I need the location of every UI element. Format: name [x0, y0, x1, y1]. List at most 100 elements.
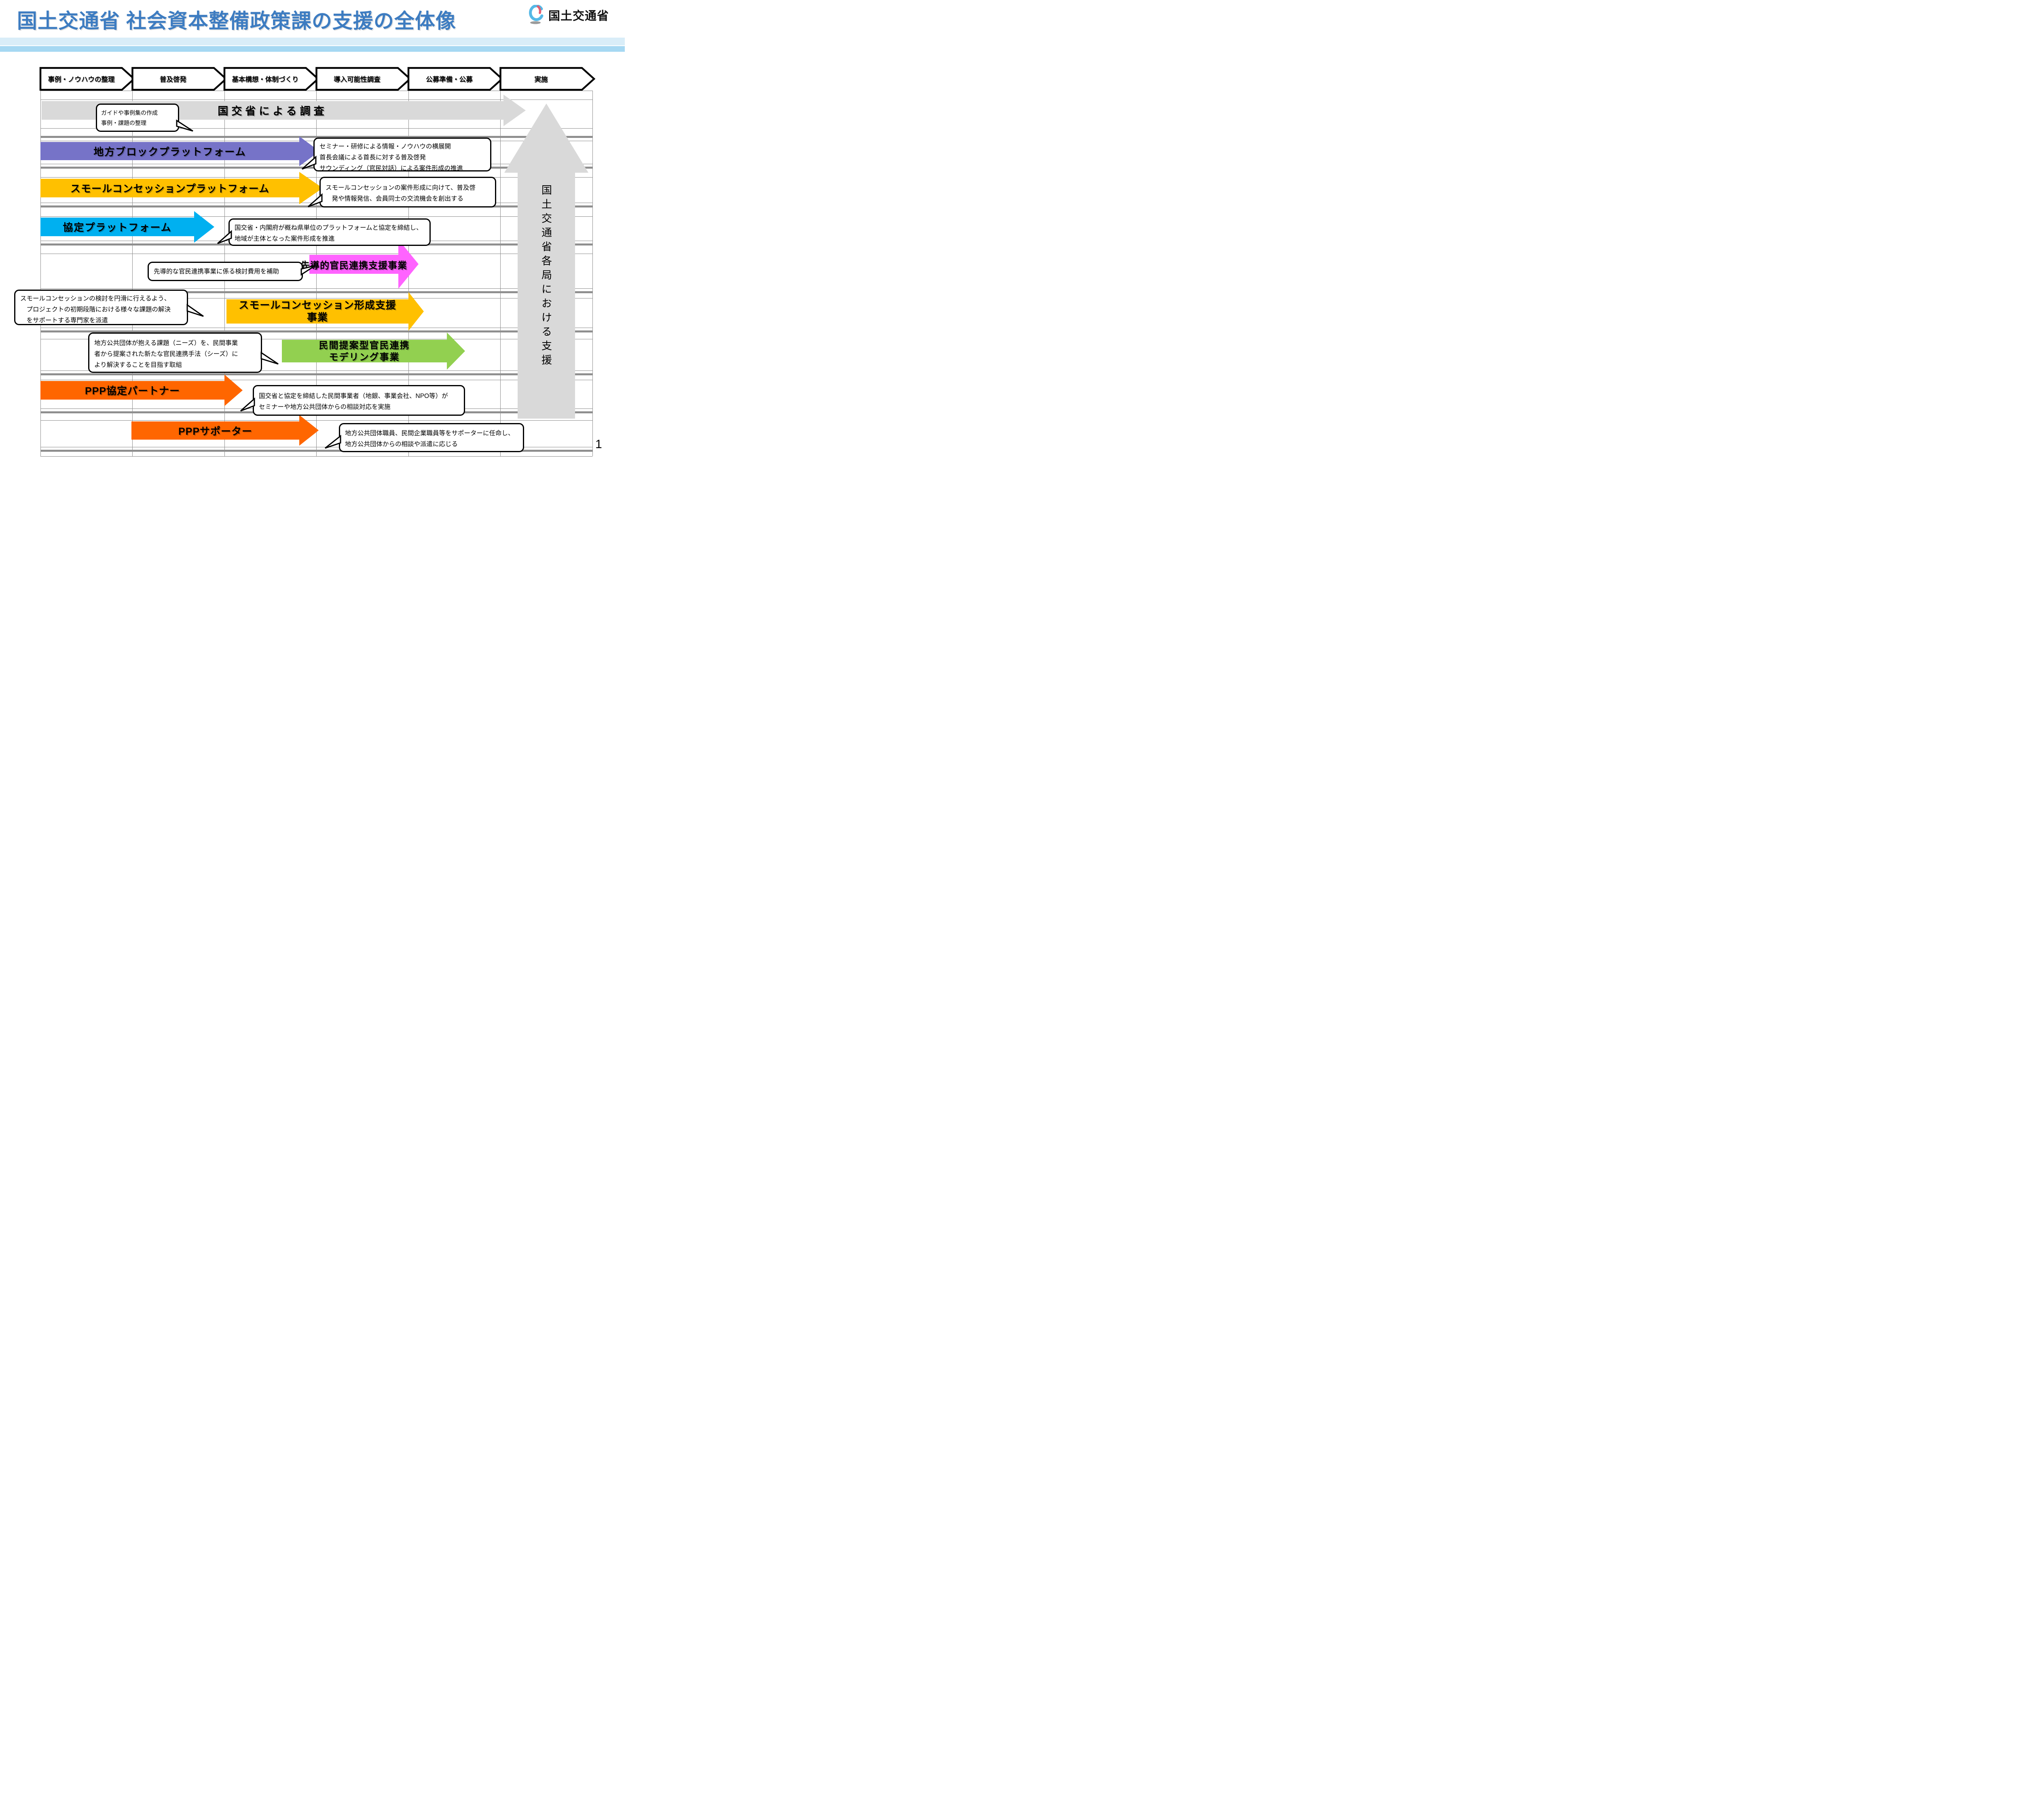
callout-ppp-supporter: 地方公共団体職員、民間企業職員等をサポーターに任命し、 地方公共団体からの相談や…	[325, 423, 524, 452]
grid-separator	[40, 330, 592, 332]
phase-chevron-shape	[131, 67, 228, 91]
up-arrow-shape	[504, 104, 588, 419]
callout-line: スモールコンセッションの案件形成に向けて、普及啓	[326, 184, 476, 191]
callout-block-platform: セミナー・研修による情報・ノウハウの横展開 首長会議による首長に対する普及啓発 …	[302, 138, 491, 172]
arrow-head	[398, 239, 419, 289]
arrow-head	[194, 211, 214, 243]
arrow-agreement-platform-label: 協定プラットフォーム	[63, 222, 172, 233]
arrow-label-line1: 民間提案型官民連携	[319, 340, 410, 351]
callout-tail	[325, 434, 341, 449]
arrow-small-concession-support: スモールコンセッション形成支援 事業	[226, 292, 424, 331]
ministry-support-arrow: 国土交通省各局における支援	[504, 104, 588, 419]
ministry-support-arrow-shape	[504, 104, 588, 419]
arrow-body	[282, 340, 447, 362]
phase-label-cases: 事例・ノウハウの整理	[48, 76, 115, 83]
logo-text: 国土交通省	[548, 10, 609, 23]
callout-line: ガイドや事例集の作成	[101, 110, 158, 116]
arrow-body	[131, 421, 299, 440]
grid-line	[132, 91, 133, 456]
grid-line	[40, 370, 592, 371]
callout-expert-dispatch: スモールコンセッションの検討を円滑に行えるよう、 プロジェクトの初期段階における…	[14, 290, 204, 325]
arrow-block-platform-label: 地方ブロックプラットフォーム	[93, 146, 246, 158]
callout-tail	[186, 304, 204, 317]
arrow-agreement-platform: 協定プラットフォーム	[40, 211, 214, 243]
callout-line: 国交省・内閣府が概ね県単位のプラットフォームと協定を締結し、	[235, 224, 423, 231]
callout-tail	[176, 119, 193, 132]
arrow-private-proposal: 民間提案型官民連携 モデリング事業	[282, 332, 465, 370]
arrow-pioneer-support: 先導的官民連携支援事業	[300, 239, 419, 289]
arrow-label-line1: スモールコンセッション形成支援	[239, 300, 396, 311]
header-band-blue	[0, 46, 625, 52]
arrow-small-concession-platform-label: スモールコンセッションプラットフォーム	[70, 183, 269, 195]
callout-pioneer-support: 先導的な官民連携事業に係る検討費用を補助	[148, 262, 315, 281]
callout-line: 地域が主体となった案件形成を推進	[235, 235, 335, 243]
grid-line	[40, 456, 592, 457]
callout-modeling: 地方公共団体が抱える課題（ニーズ）を、民間事業 者から提案された新たな官民連携手…	[88, 332, 279, 373]
callout-line: 地方公共団体職員、民間企業職員等をサポーターに任命し、	[345, 430, 514, 437]
phase-label-implementation: 実施	[534, 76, 548, 83]
slide: 国土交通省 社会資本整備政策課の支援の全体像 国土交通省	[0, 0, 625, 468]
arrow-label-line2: 事業	[307, 312, 328, 323]
arrow-body	[40, 179, 299, 197]
callout-tail	[260, 351, 279, 365]
arrow-head	[408, 292, 424, 331]
mlit-logo: 国土交通省	[527, 5, 609, 25]
callout-line: 者から提案された新たな官民連携手法（シーズ）に	[94, 351, 238, 358]
callout-line: 先導的な官民連携事業に係る検討費用を補助	[154, 268, 279, 275]
grid-line	[40, 91, 41, 456]
phase-label-concept: 基本構想・体制づくり	[232, 76, 299, 83]
arrow-head	[299, 415, 319, 446]
callout-tail	[300, 265, 315, 276]
arrow-body	[40, 381, 224, 400]
phase-chevron-shape	[39, 67, 135, 91]
phase-label-awareness: 普及啓発	[160, 76, 186, 83]
mlit-logo-icon	[529, 5, 544, 24]
grid-line	[40, 99, 592, 100]
grid-separator	[40, 450, 592, 452]
arrow-body	[309, 255, 398, 274]
arrow-label-line2: モデリング事業	[329, 351, 400, 362]
phase-label-feasibility: 導入可能性調査	[334, 76, 381, 83]
grid-separator	[40, 373, 592, 375]
grid-line	[40, 288, 592, 289]
ministry-support-label: 国土交通省各局における支援	[540, 184, 552, 368]
arrow-head	[447, 332, 465, 370]
arrow-survey-label: 国交省による調査	[218, 105, 328, 117]
callout-line: プロジェクトの初期段階における様々な課題の解決	[20, 306, 171, 313]
callout-tail	[217, 230, 232, 244]
callout-line: サウンディング（官民対話）による案件形成の推進	[319, 165, 463, 172]
grid-line	[500, 91, 501, 456]
grid-line	[40, 216, 592, 217]
arrow-small-concession-platform: スモールコンセッションプラットフォーム	[40, 172, 323, 204]
callout-tail	[308, 193, 323, 207]
grid-separator	[40, 205, 592, 207]
arrow-ppp-partner-label: PPP協定パートナー	[85, 385, 180, 397]
grid-line	[592, 91, 593, 456]
callout-line: より解決することを目指す取組	[94, 362, 182, 369]
page-title: 国土交通省 社会資本整備政策課の支援の全体像	[17, 10, 456, 32]
arrow-block-platform: 地方ブロックプラットフォーム	[40, 136, 319, 166]
callout-line: セミナーや地方公共団体からの相談対応を実施	[259, 404, 391, 411]
callout-guide: ガイドや事例集の作成 事例・課題の整理	[96, 104, 193, 132]
callout-line: スモールコンセッションの検討を円滑に行えるよう、	[20, 295, 171, 302]
header-band-light	[0, 38, 625, 45]
arrow-pioneer-support-label: 先導的官民連携支援事業	[300, 260, 407, 271]
callout-line: 地方公共団体からの相談や派遣に応じる	[345, 441, 458, 448]
callout-line: をサポートする専門家を派遣	[20, 317, 108, 324]
phase-chevron-shape	[499, 67, 596, 91]
phase-chevron-shape	[407, 67, 503, 91]
grid-line	[40, 128, 592, 129]
logo-shadow	[530, 21, 541, 24]
phase-label-tender: 公募準備・公募	[426, 76, 473, 83]
page-number: 1	[595, 438, 602, 451]
logo-red-swirl	[537, 5, 541, 14]
callout-tail	[240, 397, 255, 412]
arrow-head	[224, 375, 243, 406]
arrow-ppp-supporter: PPPサポーター	[131, 415, 319, 446]
arrow-body	[40, 218, 194, 236]
callout-line: 首長会議による首長に対する普及啓発	[319, 154, 426, 161]
phase-chevron-shape	[315, 67, 412, 91]
arrow-private-proposal-label: 民間提案型官民連携 モデリング事業	[282, 339, 447, 363]
callout-tail	[302, 155, 317, 170]
arrow-head	[503, 95, 526, 126]
